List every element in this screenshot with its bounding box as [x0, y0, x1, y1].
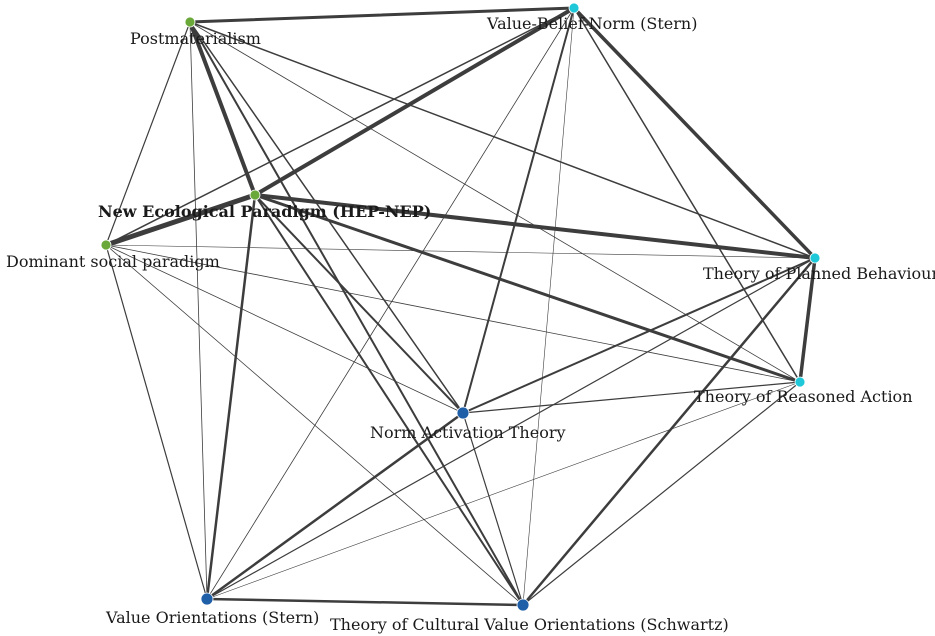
node-tpb[interactable] [809, 252, 821, 264]
node-label-dsp: Dominant social paradigm [6, 252, 220, 271]
edge-dsp-tpb [105, 244, 816, 259]
edge-vbn-tpb [572, 6, 817, 260]
edge-dsp-tcvo [105, 244, 524, 606]
node-nat[interactable] [456, 406, 470, 420]
edge-post-vbn [188, 6, 576, 24]
node-label-vos: Value Orientations (Stern) [105, 608, 319, 627]
nodes-layer [100, 2, 821, 612]
edge-vbn-nat [462, 7, 575, 414]
edge-post-tpb [189, 21, 816, 259]
edge-vbn-dsp [105, 7, 575, 246]
node-label-tcvo: Theory of Cultural Value Orientations (S… [330, 615, 729, 634]
node-vbn[interactable] [568, 2, 580, 14]
edge-post-tcvo [189, 21, 524, 606]
edge-nep-tpb [253, 193, 817, 260]
edge-post-vos [189, 21, 208, 600]
edge-dsp-nat [105, 244, 464, 414]
node-tcvo[interactable] [516, 598, 530, 612]
edge-post-nep [188, 20, 257, 197]
node-label-post: Postmaterialism [130, 29, 261, 48]
edge-tra-tcvo [522, 381, 801, 606]
edge-dsp-tra [105, 244, 801, 383]
node-label-vbn: Value-Belief-Norm (Stern) [486, 14, 697, 33]
edge-vbn-nep [253, 6, 576, 197]
edge-tpb-vos [206, 257, 816, 600]
node-nep[interactable] [249, 189, 261, 201]
edge-nep-vos [205, 193, 257, 601]
node-label-tra: Theory of Reasoned Action [694, 387, 913, 406]
edge-dsp-vos [105, 244, 208, 600]
edge-nep-tcvo [254, 194, 524, 606]
edge-post-tra [189, 21, 801, 383]
edge-tra-vos [206, 381, 801, 600]
node-label-nep: New Ecological Paradigm (HEP-NEP) [98, 202, 431, 221]
node-label-nat: Norm Activation Theory [370, 423, 566, 442]
edge-nat-vos [205, 411, 465, 601]
node-dsp[interactable] [100, 239, 112, 251]
node-vos[interactable] [200, 592, 214, 606]
edge-tpb-tra [798, 256, 817, 384]
labels-layer: Postmaterialism Value-Belief-Norm (Stern)… [6, 14, 935, 634]
node-tra[interactable] [794, 376, 806, 388]
edge-post-dsp [105, 21, 191, 246]
edge-nep-tra [253, 193, 802, 384]
edges-layer [103, 6, 817, 607]
edge-tra-nat [462, 381, 801, 414]
edge-nep-nat [254, 194, 464, 414]
edge-tpb-tcvo [521, 256, 817, 607]
edge-tpb-nat [462, 257, 816, 414]
node-post[interactable] [184, 16, 196, 28]
edge-nep-dsp [103, 192, 258, 248]
node-label-tpb: Theory of Planned Behaviour [703, 264, 935, 283]
edge-nat-tcvo [462, 412, 524, 606]
edge-vbn-vos [206, 7, 575, 600]
edge-vos-tcvo [205, 597, 525, 607]
edge-post-nat [189, 21, 464, 414]
edge-vbn-tcvo [522, 7, 575, 606]
